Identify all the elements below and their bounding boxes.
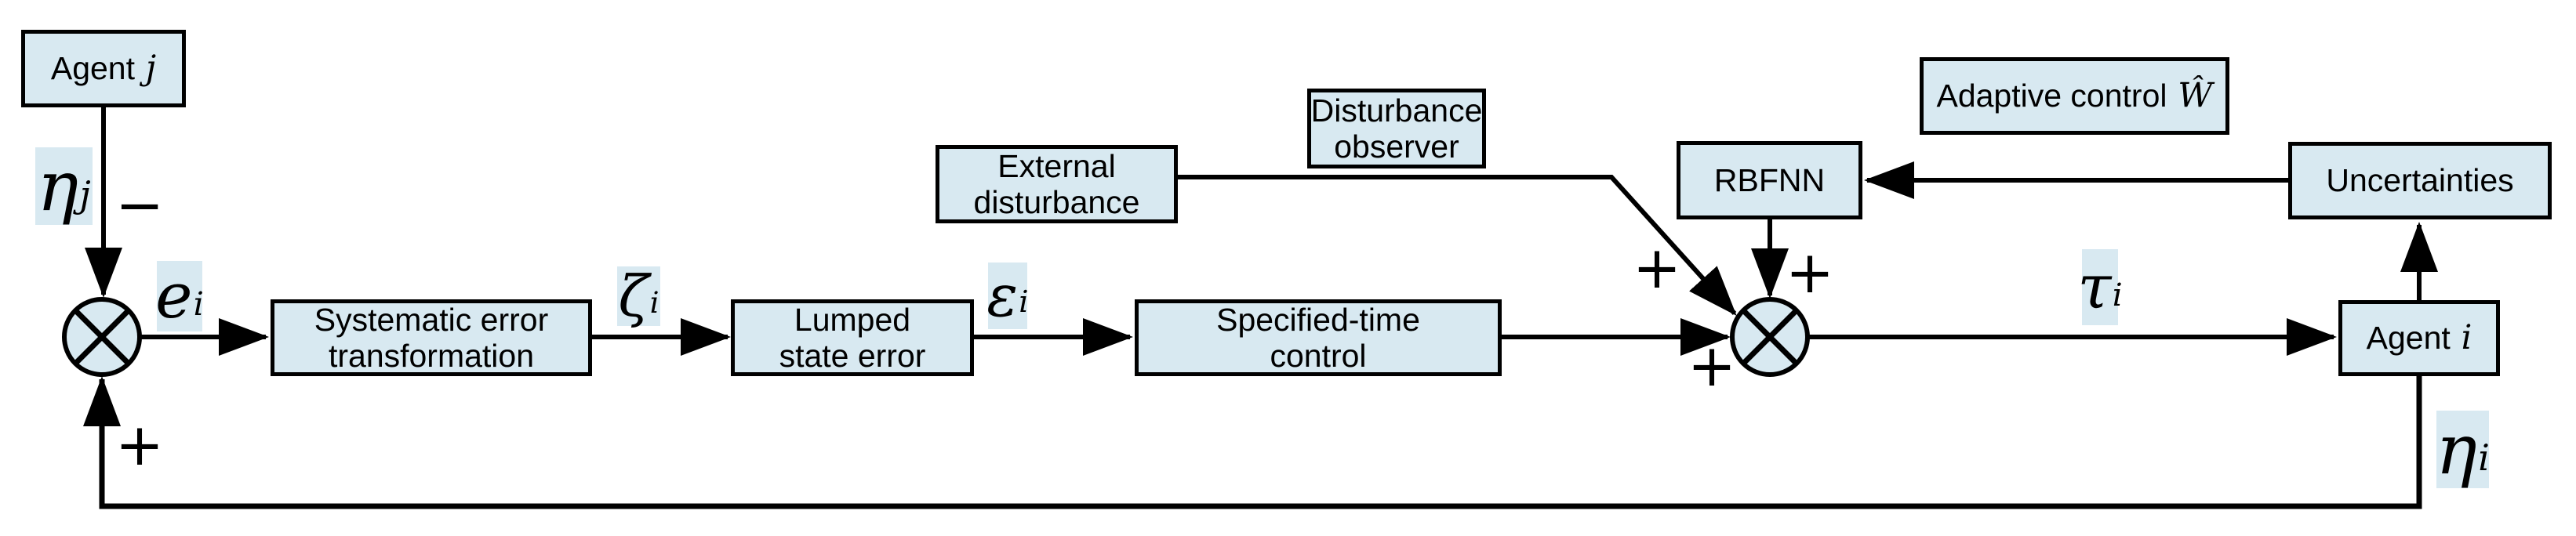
arrow-feedback-to-sum1 <box>83 376 2422 509</box>
block-agent-i-var: i <box>2461 318 2472 358</box>
summing-junction-1 <box>62 297 142 377</box>
signal-zeta-i-base: ζ <box>618 263 649 329</box>
block-agent-j-var: j <box>145 49 157 89</box>
block-specified-line1: Specified-time <box>1216 301 1420 338</box>
block-specified-time-control: Specified-time control <box>1135 299 1502 376</box>
block-lumped-line1: Lumped <box>794 301 911 338</box>
block-systematic-line2: transformation <box>328 338 535 374</box>
signal-label-eta-i: η i <box>2436 408 2490 490</box>
block-rbfnn: RBFNN <box>1677 141 1862 219</box>
block-agent-i-label: Agent <box>2366 320 2451 357</box>
signal-eta-j-base: η <box>37 145 79 226</box>
block-observer-line2: observer <box>1334 129 1459 165</box>
signal-label-zeta-i: ζ i <box>617 266 660 326</box>
block-adaptive-var: Ŵ <box>2178 76 2213 116</box>
block-external-line2: disturbance <box>973 184 1140 220</box>
signal-eta-j-sub: j <box>79 173 91 215</box>
block-adaptive-label: Adaptive control <box>1936 78 2167 114</box>
summing-junction-2 <box>1730 297 1810 377</box>
signal-label-eta-j: η j <box>35 147 93 225</box>
block-external-line1: External <box>997 147 1116 184</box>
block-systematic-line1: Systematic error <box>314 301 549 338</box>
arrow-disturbance-to-sum2 <box>1178 175 1737 316</box>
block-disturbance-observer: Disturbance observer <box>1307 89 1486 168</box>
signal-eta-i-base: η <box>2436 408 2477 490</box>
signal-label-e-i: e i <box>155 259 204 332</box>
block-lumped-line2: state error <box>779 338 926 374</box>
signal-label-epsilon-i: ε i <box>986 262 1029 330</box>
signal-epsilon-i-sub: i <box>1019 284 1029 321</box>
signal-e-i-sub: i <box>193 284 204 324</box>
block-uncertainties: Uncertainties <box>2288 142 2552 219</box>
block-agent-j: Agent j <box>21 30 186 107</box>
signal-zeta-i-sub: i <box>649 285 659 321</box>
signal-epsilon-i-base: ε <box>986 262 1019 330</box>
sign-plus-control: + <box>1688 332 1737 400</box>
sign-plus-disturbance: + <box>1633 234 1682 302</box>
block-external-disturbance: External disturbance <box>936 145 1178 223</box>
block-adaptive-control: Adaptive control Ŵ <box>1920 57 2229 135</box>
block-systematic-error-transformation: Systematic error transformation <box>271 299 592 376</box>
signal-tau-i-base: τ <box>2077 252 2112 323</box>
sign-plus-rbfnn: + <box>1786 239 1835 306</box>
block-specified-line2: control <box>1270 338 1367 374</box>
block-agent-i: Agent i <box>2338 300 2500 376</box>
signal-eta-i-sub: i <box>2478 436 2490 479</box>
block-agent-j-label: Agent <box>50 50 136 87</box>
block-rbfnn-label: RBFNN <box>1713 161 1826 198</box>
signal-tau-i-sub: i <box>2112 275 2123 313</box>
signal-label-tau-i: τ i <box>2077 249 2123 325</box>
block-lumped-state-error: Lumped state error <box>731 299 974 376</box>
block-uncertainties-label: Uncertainties <box>2326 162 2514 199</box>
block-observer-line1: Disturbance <box>1310 92 1483 129</box>
sign-minus-eta-j: − <box>115 172 165 239</box>
sign-plus-feedback: + <box>115 411 165 479</box>
signal-e-i-base: e <box>155 259 193 332</box>
